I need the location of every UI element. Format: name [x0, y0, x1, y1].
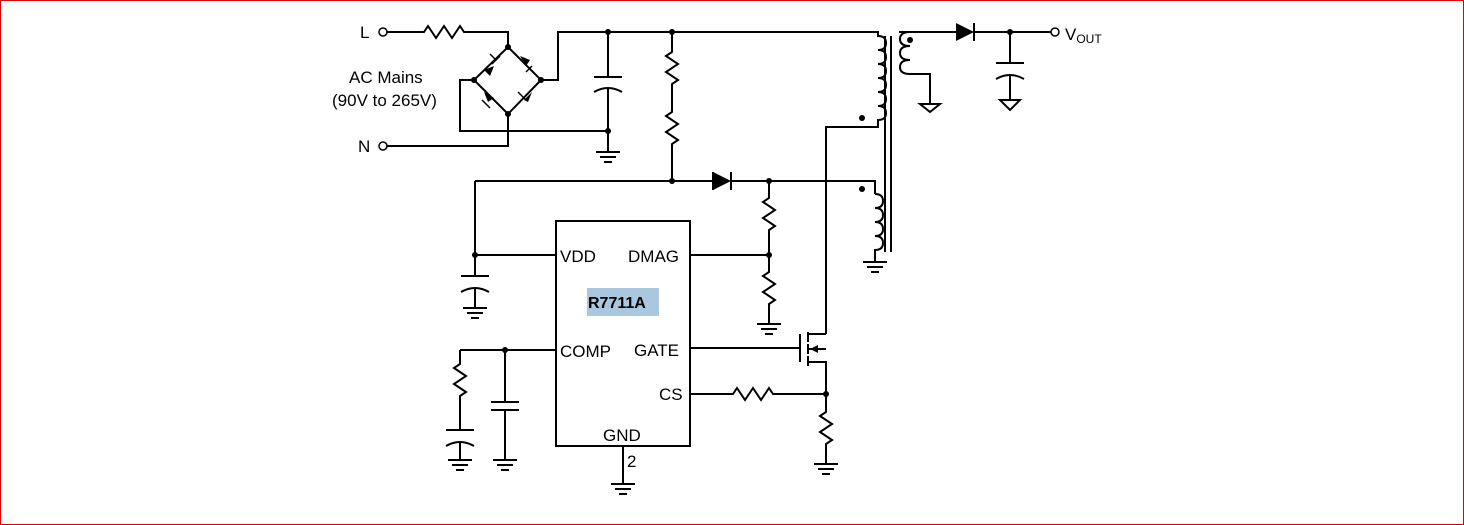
vdd-capacitor [460, 255, 490, 319]
line-label: L [360, 23, 369, 42]
output-diode [910, 23, 1051, 41]
vout-terminal: VOUT [1050, 25, 1102, 46]
pin-vdd-label: VDD [560, 247, 596, 266]
bridge-rectifier [471, 44, 544, 117]
output-capacitor [995, 29, 1025, 112]
pin-dmag-label: DMAG [628, 247, 679, 266]
neutral-terminal: N [358, 137, 388, 156]
aux-diode [712, 172, 732, 190]
vout-label: VOUT [1065, 25, 1102, 46]
ic-part-number: R7711A [588, 295, 646, 312]
pin-comp-label: COMP [560, 342, 611, 361]
pin-cs-label: CS [659, 385, 683, 404]
current-sense [690, 386, 838, 475]
pin-gnd-number: 2 [627, 452, 636, 471]
pin-gnd-label: GND [603, 426, 641, 445]
pin-gate-label: GATE [634, 341, 679, 360]
comp-network [445, 347, 556, 471]
line-terminal: L [360, 23, 388, 42]
flyback-transformer [825, 31, 943, 334]
controller-ic: R7711A VDD DMAG COMP GATE CS GND 2 [555, 220, 691, 495]
dmag-divider [690, 181, 781, 335]
ac-mains-range-label: (90V to 265V) [332, 91, 437, 110]
ac-mains-label: AC Mains [349, 68, 423, 87]
neutral-label: N [358, 137, 370, 156]
startup-resistors [664, 29, 680, 184]
power-mosfet [690, 332, 827, 394]
bulk-capacitor [593, 29, 623, 163]
input-resistor [387, 24, 509, 47]
